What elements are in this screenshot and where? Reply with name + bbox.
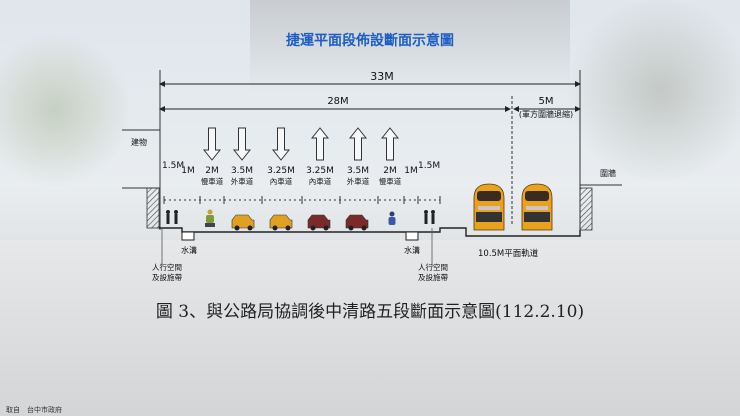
lane-name-7: 慢車道: [379, 176, 402, 186]
ditch-label-right: 水溝: [404, 245, 420, 255]
background-tree-left: [0, 30, 130, 190]
curb-hatch-left: [146, 187, 160, 229]
motorcycle-rider-icon: [388, 211, 396, 225]
traffic-direction-arrows: [202, 127, 400, 161]
lane-ticks: [163, 196, 441, 204]
lane-name-3: 外車道: [231, 176, 254, 186]
lane-name-4: 內車道: [270, 176, 293, 186]
mrt-train-right: [521, 183, 553, 231]
pedestrians-right: [424, 210, 435, 224]
ditch-right: [405, 231, 419, 241]
arrow-down-icon: [232, 127, 252, 161]
car-yellow-1: [231, 214, 255, 231]
dimension-rail: 5M: [539, 96, 554, 107]
arrow-down-icon: [271, 127, 291, 161]
sidewalk-label-left-1: 人行空間: [152, 262, 182, 272]
lane-name-5: 內車道: [309, 176, 332, 186]
dimension-road: 28M: [327, 96, 348, 107]
sidewalk-width-right: 1.5M: [418, 161, 440, 171]
arrow-up-icon: [310, 127, 330, 161]
rail-track-label: 10.5M平面軌道: [478, 248, 539, 259]
dimension-total: 33M: [370, 70, 394, 83]
sidewalk-label-left-2: 及設施帶: [152, 272, 182, 282]
car-red-1: [307, 214, 331, 231]
pedestrians-left: [166, 210, 178, 224]
arrow-up-icon: [380, 127, 400, 161]
lane-width-2: 2M: [205, 166, 219, 176]
lane-width-8: 1M: [404, 166, 418, 176]
lane-width-3: 3.5M: [231, 166, 253, 176]
sidewalk-label-right-2: 及設施帶: [418, 272, 448, 282]
arrow-up-icon: [348, 127, 368, 161]
lane-width-5: 3.25M: [306, 166, 334, 176]
ditch-label-left: 水溝: [181, 245, 197, 255]
background-road: [0, 240, 740, 416]
lane-width-6: 3.5M: [347, 166, 369, 176]
curb-hatch-right: [579, 187, 593, 231]
ditch-left: [181, 231, 195, 241]
background-tree-right: [560, 0, 740, 180]
background-station-canopy: [250, 0, 570, 90]
diagram-title: 捷運平面段佈設斷面示意圖: [286, 33, 454, 49]
ground-profile: [159, 227, 581, 237]
lane-width-1: 1M: [181, 166, 195, 176]
lane-width-7: 2M: [383, 166, 397, 176]
scooter-rider-icon: [205, 209, 215, 227]
wall-label: 圍牆: [600, 168, 616, 178]
lane-name-2: 慢車道: [201, 176, 224, 186]
car-yellow-2: [269, 214, 293, 231]
arrow-down-icon: [202, 127, 222, 161]
building-label: 建物: [131, 137, 147, 147]
lane-width-4: 3.25M: [267, 166, 295, 176]
car-red-2: [345, 214, 369, 231]
figure-caption: 圖 3、與公路局協調後中清路五段斷面示意圖(112.2.10): [155, 302, 585, 322]
sidewalk-label-right-1: 人行空間: [418, 262, 448, 272]
image-credit: 取自 台中市政府: [6, 406, 62, 414]
dimension-rail-note: (軍方圍牆退縮): [519, 109, 573, 119]
sidewalk-width-left: 1.5M: [162, 161, 184, 171]
mrt-train-left: [473, 183, 505, 231]
lane-name-6: 外車道: [347, 176, 370, 186]
